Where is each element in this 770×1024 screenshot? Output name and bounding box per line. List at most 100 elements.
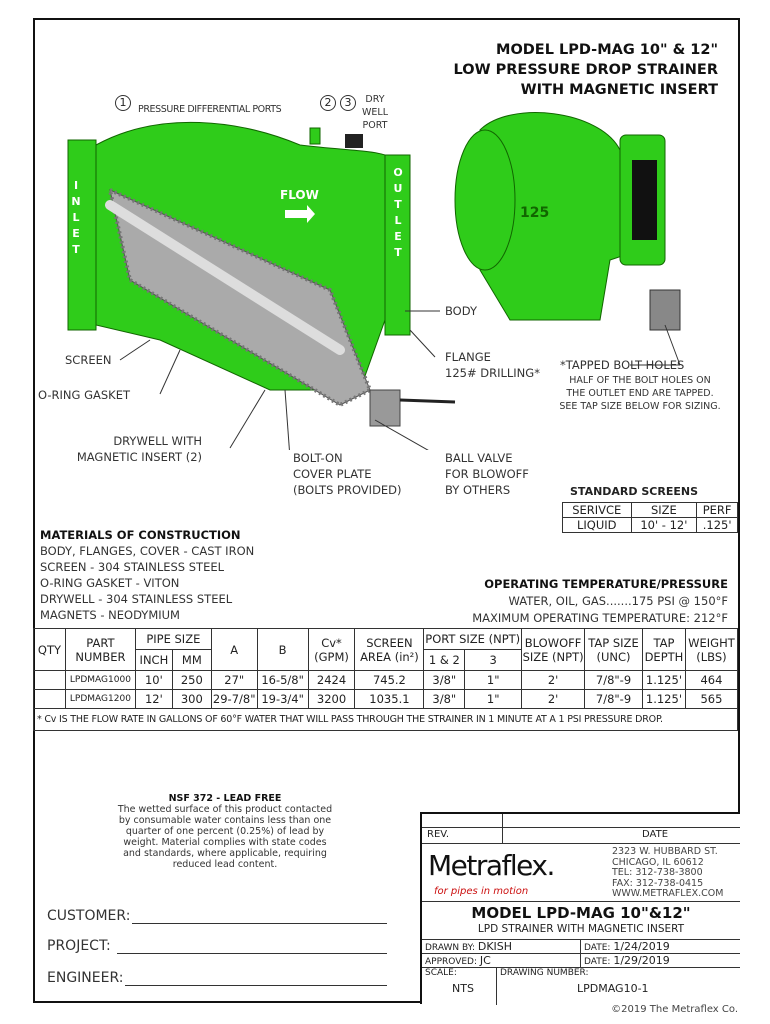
inlet-letter: I [73, 179, 79, 192]
approved-value: JC [479, 954, 491, 967]
drywell-line: MAGNETIC INSERT (2) [76, 450, 202, 464]
cell: 10' [134, 670, 173, 690]
cover-line: (BOLTS PROVIDED) [293, 483, 402, 497]
valve-line: BALL VALVE [445, 451, 513, 465]
title-block-subtitle: LPD STRAINER WITH MAGNETIC INSERT [477, 923, 685, 935]
cell: 19-3/4" [256, 689, 309, 709]
flange-line: FLANGE [445, 350, 491, 364]
flow-label: FLOW [280, 188, 319, 202]
address-line: FAX: 312-738-0415 [612, 877, 704, 889]
cell-qty [33, 689, 66, 709]
materials-block: MATERIALS OF CONSTRUCTION BODY, FLANGES,… [40, 527, 254, 623]
cell: 1.125' [641, 670, 686, 690]
project-label: PROJECT: [47, 938, 111, 954]
logo-tagline: for pipes in motion [434, 886, 529, 897]
scale-value: NTS [452, 982, 474, 995]
nsf-line: weight. Material complies with state cod… [123, 837, 327, 848]
customer-field[interactable] [132, 923, 387, 924]
tapped-bolt-holes-label: *TAPPED BOLT HOLES [560, 358, 685, 372]
cover-line: COVER PLATE [293, 467, 372, 481]
outlet-letter: U [393, 182, 403, 195]
screen-label: SCREEN [65, 353, 112, 367]
tapped-note-line: SEE TAP SIZE BELOW FOR SIZING. [559, 401, 721, 412]
oring-label: O-RING GASKET [38, 388, 130, 402]
cell: 7/8"-9 [584, 670, 643, 690]
drawn-by-value: DKISH [477, 940, 513, 953]
address-line: WWW.METRAFLEX.COM [612, 888, 724, 899]
tapped-note-line: THE OUTLET END ARE TAPPED. [566, 388, 714, 399]
flange-marking: 125 [520, 205, 550, 221]
cell: 1035.1 [354, 689, 425, 709]
cell: 2' [521, 689, 586, 709]
scale-label: SCALE: [425, 968, 457, 978]
screens-cell: .125' [696, 517, 738, 533]
header-port-3: 3 [464, 649, 523, 671]
valve-line: FOR BLOWOFF [445, 467, 529, 481]
date2-value: 1/29/2019 [613, 954, 670, 967]
inlet-letter: E [72, 227, 80, 240]
cell: 2' [521, 670, 586, 690]
cell: 464 [684, 670, 739, 690]
nsf-note: NSF 372 - LEAD FREE The wetted surface o… [95, 793, 355, 870]
valve-line: BY OTHERS [445, 483, 511, 497]
engineer-field[interactable] [125, 985, 387, 986]
material-item: O-RING GASKET - VITON [40, 576, 180, 590]
header-screen-area: SCREEN AREA (in²) [354, 628, 425, 671]
operating-line: MAXIMUM OPERATING TEMPERATURE: 212°F [472, 611, 728, 625]
header-port-1-2: 1 & 2 [423, 649, 466, 671]
leader-lines [119, 310, 681, 450]
inlet-letter: L [72, 211, 80, 224]
nsf-line: and standards, where applicable, requiri… [123, 848, 327, 859]
outlet-letter: L [394, 214, 402, 227]
cell: 2424 [307, 670, 356, 690]
cell: 1.125' [641, 689, 686, 709]
material-item: SCREEN - 304 STAINLESS STEEL [40, 560, 225, 574]
outlet-letter: O [393, 166, 403, 179]
strainer-illustration [67, 112, 681, 450]
title-line-2: LOW PRESSURE DROP STRAINER [453, 62, 718, 78]
dry-well-line: WELL [362, 107, 388, 118]
pressure-ports-label: PRESSURE DIFFERENTIAL PORTS [138, 104, 282, 115]
header-cv: Cv* (GPM) [307, 628, 356, 671]
date1-value: 1/24/2019 [613, 940, 670, 953]
cell: 3/8" [423, 670, 466, 690]
port-2-marker: 2 [320, 95, 336, 111]
standard-screens-title: STANDARD SCREENS [570, 485, 698, 498]
header-pipe-size: PIPE SIZE [134, 628, 212, 650]
tapped-note-line: HALF OF THE BOLT HOLES ON [569, 375, 711, 386]
drawing-title: MODEL LPD-MAG 10" & 12" LOW PRESSURE DRO… [454, 40, 718, 100]
title-line-3: WITH MAGNETIC INSERT [520, 82, 718, 98]
cell-qty [33, 670, 66, 690]
tapped-note: HALF OF THE BOLT HOLES ON THE OUTLET END … [555, 374, 725, 413]
copyright: ©2019 The Metraflex Co. [611, 1004, 738, 1015]
cell: 1" [464, 670, 523, 690]
specifications-table: QTY PART NUMBER PIPE SIZE A B Cv* (GPM) … [33, 628, 739, 731]
drawing-number-label: DRAWING NUMBER: [500, 968, 589, 978]
nsf-line: The wetted surface of this product conta… [117, 804, 333, 815]
inlet-letter: N [71, 195, 81, 208]
address-line: 2323 W. HUBBARD ST. [612, 846, 718, 857]
outlet-letter: T [394, 198, 402, 211]
address-line: CHICAGO, IL 60612 [612, 856, 704, 868]
drawing-number-value: LPDMAG10-1 [577, 982, 649, 995]
header-mm: MM [171, 649, 212, 671]
outlet-letter: T [394, 246, 402, 259]
title-block: REV. DATE Metraflex. for pipes in motion… [420, 812, 740, 1005]
header-part-number: PART NUMBER [64, 628, 136, 671]
engineer-label: ENGINEER: [47, 970, 124, 986]
cutaway-strainer [67, 121, 456, 427]
cell: 250 [171, 670, 212, 690]
header-b: B [256, 628, 309, 671]
header-inch: INCH [134, 649, 173, 671]
cell: 7/8"-9 [584, 689, 643, 709]
cell-part: LPDMAG1200 [64, 689, 136, 709]
inlet-letter: T [72, 243, 80, 256]
address-line: TEL: 312-738-3800 [612, 867, 703, 878]
cell: 27" [210, 670, 258, 690]
project-field[interactable] [117, 953, 387, 954]
